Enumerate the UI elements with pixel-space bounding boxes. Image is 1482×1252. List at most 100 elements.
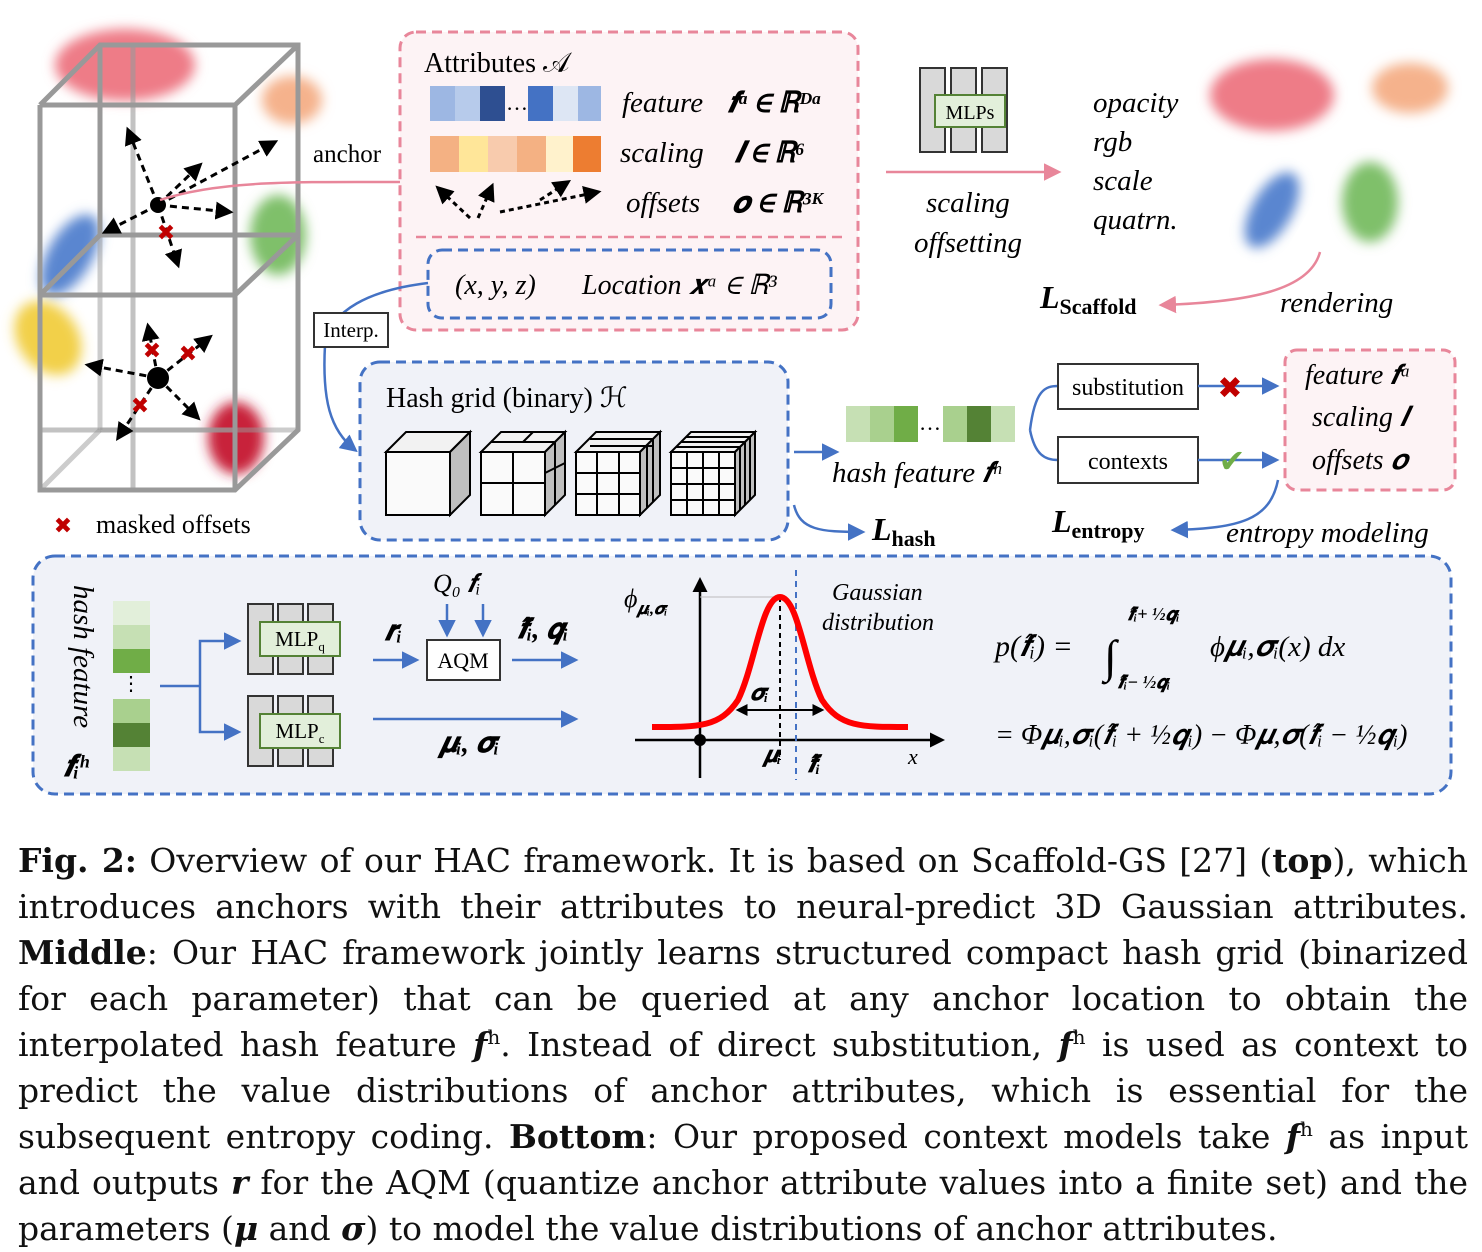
location-box bbox=[426, 248, 833, 320]
offsets-arrows bbox=[435, 180, 602, 220]
mlps-block: MLPs bbox=[919, 67, 1008, 153]
feature-math: 𝒇ᵃ ∈ ℝᴰᵃ bbox=[727, 87, 821, 119]
hash-feature-vertical: hash feature bbox=[67, 585, 99, 728]
caption-text: . Instead of direct substitution, bbox=[500, 1025, 1059, 1064]
sigma-i-label: 𝝈ᵢ bbox=[750, 680, 770, 705]
mlp-c-block: MLPc bbox=[247, 695, 341, 767]
attr-feature: feature 𝒇ᵃ bbox=[1305, 360, 1411, 391]
cross-icon: ✖ bbox=[1217, 371, 1242, 406]
caption-fig-label: Fig. 2: bbox=[18, 841, 137, 880]
aqm-box bbox=[426, 639, 501, 681]
mlp-q-label: MLPq bbox=[275, 627, 325, 654]
offsets-math: 𝒐 ∈ ℝ³ᴷ bbox=[732, 187, 825, 219]
eq1-rhs: ϕ𝝁ᵢ,𝝈ᵢ(x) dx bbox=[1210, 631, 1345, 663]
mu-sigma-label: 𝝁ᵢ, 𝝈ᵢ bbox=[437, 728, 501, 759]
location-label: Location 𝒙ᵃ ∈ ℝ³ bbox=[581, 270, 777, 301]
attr-offsets: offsets 𝒐 bbox=[1312, 445, 1411, 476]
gaussian-label-2: distribution bbox=[822, 610, 934, 636]
caption-text: and bbox=[258, 1209, 342, 1248]
caption-text: Overview of our HAC framework. It is bas… bbox=[136, 841, 1273, 880]
eq2: = Φ𝝁ᵢ,𝝈ᵢ(𝒇̂ᵢ + ½𝒒ᵢ) − Φ𝝁,𝝈(𝒇̂ᵢ − ½𝒒ᵢ) bbox=[995, 720, 1407, 751]
contexts-label: contexts bbox=[1088, 449, 1168, 475]
mask-icon: ✖ bbox=[157, 221, 175, 246]
substitution-label: substitution bbox=[1072, 375, 1184, 401]
fhat-i-label: 𝒇̂ᵢ bbox=[807, 752, 823, 778]
attr-scaling: scaling 𝒍 bbox=[1312, 402, 1414, 433]
substitution-box bbox=[1057, 363, 1199, 410]
mask-icon: ✖ bbox=[131, 394, 149, 419]
offsetting-op: offsetting bbox=[914, 227, 1022, 259]
voxel-grid: ✖ ✖ ✖ ✖ ✖ masked offsets bbox=[14, 29, 322, 539]
feature-vector: … bbox=[430, 86, 601, 121]
gaussian-blob-blue bbox=[40, 214, 100, 296]
eq1-upper: 𝒇̂ᵢ+ ½𝒒ᵢ bbox=[1127, 604, 1180, 625]
caption-math: 𝝈 bbox=[341, 1209, 366, 1248]
integral-icon: ∫ bbox=[1101, 631, 1119, 685]
fih-label: 𝒇ᵢʰ bbox=[63, 750, 89, 783]
caption-text: for the AQM (quantize anchor attribute v… bbox=[18, 1163, 1469, 1248]
caption-text: : Our HAC framework jointly learns struc… bbox=[18, 933, 1468, 1064]
caption-sup: h bbox=[487, 1025, 501, 1049]
l-entropy: Lentropy bbox=[1051, 503, 1144, 543]
grid-level-2 bbox=[478, 429, 568, 518]
mask-icon: ✖ bbox=[143, 339, 161, 364]
mask-legend-icon: ✖ bbox=[54, 514, 72, 539]
interp-box bbox=[313, 312, 389, 348]
caption-math: 𝝁 bbox=[233, 1209, 259, 1248]
grid-level-3 bbox=[573, 429, 663, 518]
anchor-label: anchor bbox=[313, 141, 382, 168]
figure-caption: Fig. 2: Overview of our HAC framework. I… bbox=[18, 838, 1468, 1252]
gaussian-label-1: Gaussian bbox=[832, 580, 923, 606]
caption-math: 𝒇 bbox=[1285, 1117, 1301, 1156]
feature-label: feature bbox=[622, 87, 703, 119]
caption-math: 𝒇 bbox=[1058, 1025, 1073, 1064]
caption-sup: h bbox=[1300, 1117, 1313, 1141]
rendered-gaussians bbox=[1210, 59, 1448, 248]
hash-grid-title: Hash grid (binary) ℋ bbox=[386, 383, 628, 414]
caption-middle: Middle bbox=[18, 933, 147, 972]
output-quatrn: quatrn. bbox=[1093, 204, 1178, 236]
gaussian-curve bbox=[651, 593, 909, 730]
scaling-op: scaling bbox=[926, 187, 1010, 219]
location-xyz: (x, y, z) bbox=[455, 270, 536, 301]
anchor-point bbox=[147, 367, 169, 389]
caption-sup: h bbox=[1072, 1025, 1086, 1049]
fhat-q-label: 𝒇̂ᵢ, 𝒒ᵢ bbox=[517, 614, 568, 645]
caption-text: ), which introduces anchors with their a… bbox=[18, 841, 1468, 926]
multires-grids bbox=[383, 429, 758, 518]
output-rgb: rgb bbox=[1093, 126, 1132, 158]
attributes-small-box bbox=[1283, 348, 1457, 492]
scaling-label: scaling bbox=[620, 137, 704, 169]
svg-text:⋮: ⋮ bbox=[121, 673, 141, 695]
gaussian-blob-red bbox=[55, 29, 195, 101]
framework-figure: ✖ ✖ ✖ ✖ ✖ masked offsets anchor Attribut… bbox=[14, 29, 1457, 796]
eq1-lower: 𝒇̂ᵢ− ½𝒒ᵢ bbox=[1117, 672, 1171, 693]
l-scaffold: LScaffold bbox=[1039, 279, 1137, 319]
output-opacity: opacity bbox=[1093, 87, 1178, 119]
aqm-label: AQM bbox=[437, 648, 488, 673]
gaussian-blob-yellow bbox=[14, 300, 82, 376]
q0-fi-label: Q₀ 𝒇ᵢ bbox=[433, 569, 482, 598]
masked-offsets-label: masked offsets bbox=[96, 510, 251, 539]
mlp-q-block: MLPq bbox=[247, 603, 341, 675]
l-hash: Lhash bbox=[871, 511, 936, 551]
caption-bottom: Bottom bbox=[509, 1117, 647, 1156]
gaussian-blob-orange bbox=[262, 76, 322, 124]
caption-math: 𝒓 bbox=[230, 1163, 249, 1202]
eq1-lhs: p(𝒇̂ᵢ) = bbox=[993, 630, 1073, 663]
output-attributes: opacity rgb scale quatrn. bbox=[1093, 87, 1178, 236]
caption-math: 𝒇 bbox=[473, 1025, 488, 1064]
rendering-label: rendering bbox=[1280, 287, 1393, 319]
attributes-title: Attributes 𝒜 bbox=[424, 48, 573, 79]
scaling-math: 𝒍 ∈ ℝ⁶ bbox=[734, 137, 805, 169]
check-icon: ✔ bbox=[1219, 442, 1246, 480]
output-scale: scale bbox=[1093, 165, 1153, 197]
phi-label: ϕ𝝁ᵢ,𝝈ᵢ bbox=[624, 584, 669, 618]
probability-equation: p(𝒇̂ᵢ) = ∫ 𝒇̂ᵢ+ ½𝒒ᵢ 𝒇̂ᵢ− ½𝒒ᵢ ϕ𝝁ᵢ,𝝈ᵢ(x) d… bbox=[993, 604, 1407, 751]
entropy-modeling-label: entropy modeling bbox=[1226, 517, 1429, 549]
caption-text: is used as context to predict the value … bbox=[18, 1025, 1468, 1156]
context-model-panel bbox=[31, 554, 1453, 796]
anchor-point bbox=[150, 197, 166, 213]
caption-top: top bbox=[1272, 841, 1333, 880]
x-axis-label: x bbox=[907, 744, 918, 769]
